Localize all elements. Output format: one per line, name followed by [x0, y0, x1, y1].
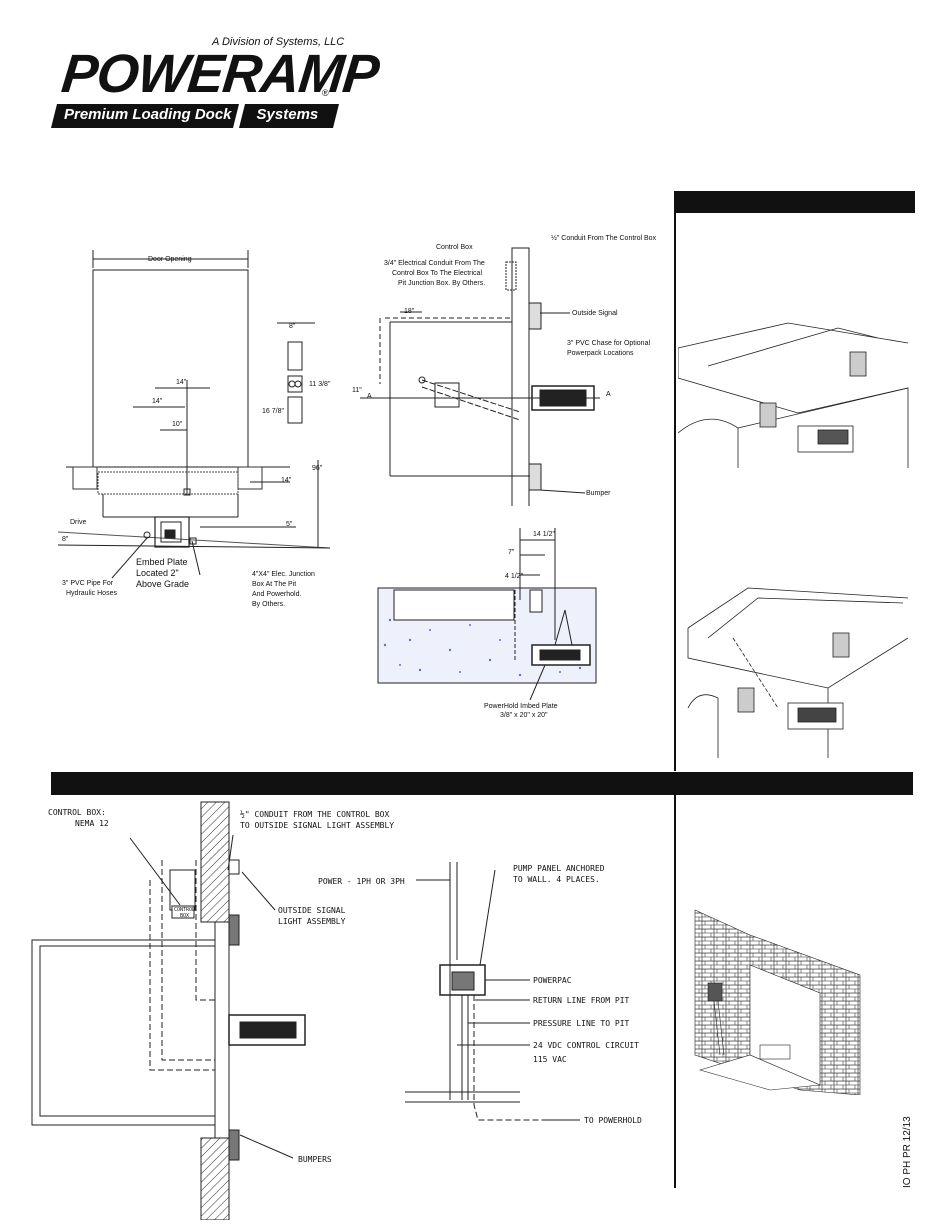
logo-tagline: Premium Loading Dock Systems — [64, 106, 318, 123]
dim-10: 10" — [172, 421, 183, 428]
logo-wordmark: POWERAMP — [58, 44, 382, 104]
dim-11-3-8: 11 3/8" — [309, 381, 331, 388]
dim-door-opening: Door Opening — [148, 256, 192, 263]
isometric-dock-view-1 — [678, 322, 909, 468]
label-half-conduit: ½" Conduit From The Control Box — [551, 234, 657, 242]
dim-18: 18" — [404, 308, 415, 315]
label-embed-plate-3: Above Grade — [136, 579, 189, 589]
cad-label-pump-panel-1: PUMP PANEL ANCHORED — [513, 864, 605, 873]
label-junction-box-1: 4"X4" Elec. Junction — [252, 571, 315, 578]
label-embed-plate-2: Located 2" — [136, 568, 179, 578]
logo-tagline-right: Systems — [256, 106, 319, 123]
label-pvc-pipe-1: 3" PVC Pipe For — [62, 580, 114, 587]
cad-label-bumpers: BUMPERS — [298, 1155, 332, 1164]
dim-5: 5" — [286, 521, 293, 528]
dim-16-7-8: 16 7/8" — [262, 408, 284, 415]
label-embed-size: 3/8" x 20" x 20" — [500, 712, 548, 719]
lower-section-header-bar — [51, 772, 913, 795]
label-embed-plate-1: Embed Plate — [136, 557, 188, 567]
cad-label-to-powerhold: TO POWERHOLD — [584, 1116, 642, 1125]
dim-14-a: 14" — [176, 379, 187, 386]
cad-label-conduit-1: ½" CONDUIT FROM THE CONTROL BOX — [240, 809, 389, 819]
label-junction-box-4: By Others. — [252, 601, 285, 608]
isometric-brick-wall-view — [694, 909, 861, 1095]
label-pvc-pipe-2: Hydraulic Hoses — [66, 590, 117, 597]
document-code: IO PH PR 12/13 — [902, 1116, 913, 1188]
logo-registered-mark: ® — [322, 88, 329, 98]
dim-14-c: 14" — [281, 477, 292, 484]
label-junction-box-3: And Powerhold. — [252, 591, 301, 598]
cad-label-outside-signal-1: OUTSIDE SIGNAL — [278, 906, 346, 915]
logo-division-text: A Division of Systems, LLC — [212, 36, 345, 48]
label-conduit-3-4-1: 3/4" Electrical Conduit From The — [384, 260, 485, 267]
cad-label-pressure-line: PRESSURE LINE TO PIT — [533, 1019, 630, 1028]
cad-box-label-1: CONTROL — [174, 907, 195, 913]
top-view-drawing: Control Box ½" Conduit From The Control … — [352, 234, 657, 506]
label-bumper: Bumper — [586, 490, 611, 497]
cad-label-conduit-2: TO OUTSIDE SIGNAL LIGHT ASSEMBLY — [240, 821, 394, 830]
dim-96: 96" — [312, 465, 323, 472]
label-pvc-chase-2: Powerpack Locations — [567, 350, 634, 357]
cad-label-control-circuit-2: 115 VAC — [533, 1055, 567, 1064]
label-pvc-chase-1: 3" PVC Chase for Optional — [567, 340, 650, 347]
dim-8b: 8" — [62, 536, 69, 543]
right-column-header-bar — [675, 191, 915, 213]
cad-label-control-circuit-1: 24 VDC CONTROL CIRCUIT — [533, 1041, 639, 1050]
label-drive: Drive — [70, 519, 86, 526]
section-marker-a-right: A — [606, 391, 611, 398]
section-view-drawing: 14 1/2" 7" 4 1/2" PowerHold Imbed Plate … — [377, 528, 597, 719]
cad-label-powerpac: POWERPAC — [533, 976, 572, 985]
label-control-box: Control Box — [436, 244, 473, 251]
cad-label-outside-signal-2: LIGHT ASSEMBLY — [278, 917, 346, 926]
label-conduit-3-4-2: Control Box To The Electrical — [392, 270, 482, 277]
cad-label-pump-panel-2: TO WALL. 4 PLACES. — [513, 875, 600, 884]
logo-tagline-left: Premium Loading Dock — [64, 106, 232, 123]
label-powerhold-embed: PowerHold Imbed Plate — [484, 703, 558, 710]
cad-label-power: POWER - 1PH OR 3PH — [318, 877, 405, 886]
dim-7: 7" — [508, 549, 515, 556]
cad-elevation-view: POWER - 1PH OR 3PH PUMP PANEL ANCHORED T… — [318, 862, 642, 1125]
cad-box-label-2: BOX — [180, 913, 189, 919]
label-conduit-3-4-3: Pit Junction Box. By Others. — [398, 280, 485, 287]
cad-label-control-box-1: CONTROL BOX: — [48, 808, 106, 817]
cad-label-return-line: RETURN LINE FROM PIT — [533, 996, 630, 1005]
dim-4-1-2: 4 1/2" — [505, 573, 524, 580]
plan-view-drawing: Door Opening 14" 14" 10" 14" 96" 5" 8" D… — [57, 250, 331, 608]
cad-plan-view: CONTROL BOX: NEMA 12 ½" CONDUIT FROM THE… — [31, 801, 394, 1220]
cad-label-control-box-2: NEMA 12 — [75, 819, 109, 828]
label-junction-box-2: Box At The Pit — [252, 581, 296, 588]
dim-8: 8" — [289, 323, 296, 330]
section-marker-a-left: A — [367, 393, 372, 400]
label-outside-signal: Outside Signal — [572, 310, 618, 317]
right-column-divider-bottom — [674, 795, 676, 1188]
dim-14-b: 14" — [152, 398, 163, 405]
right-column-divider-top — [674, 191, 676, 771]
dim-14-1-2: 14 1/2" — [533, 531, 555, 538]
isometric-dock-view-2 — [687, 587, 909, 758]
dim-11: 11" — [352, 387, 362, 394]
